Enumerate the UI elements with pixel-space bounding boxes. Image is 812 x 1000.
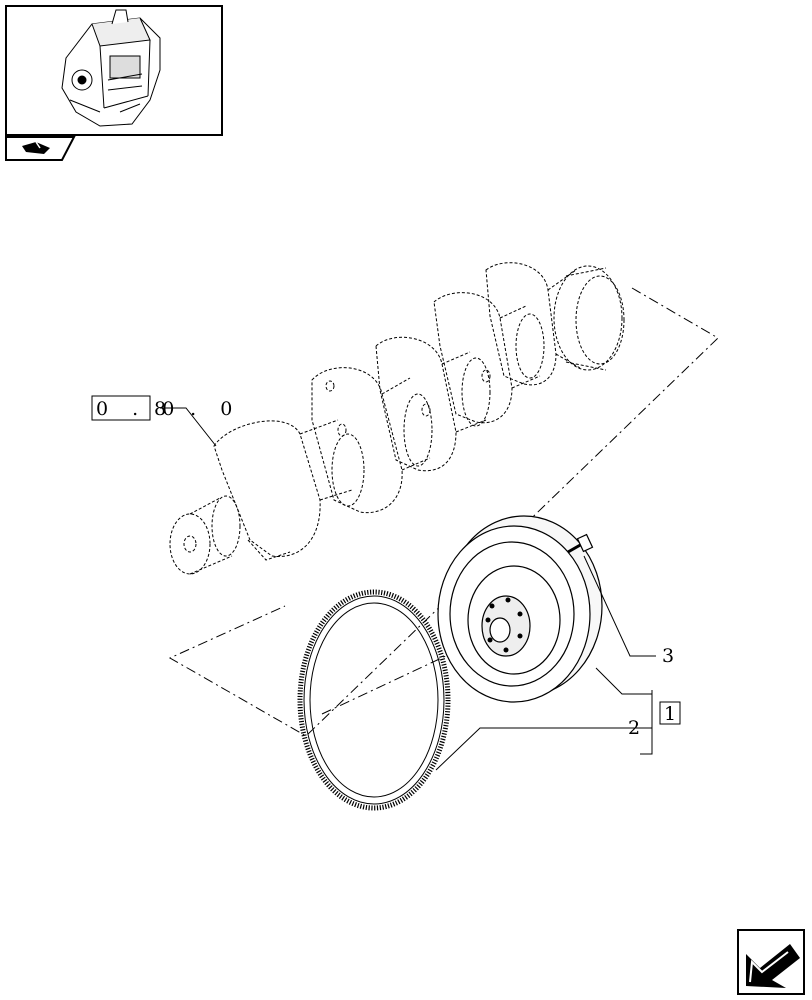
engine-thumbnail [5,5,223,136]
crankshaft [169,262,625,575]
engine-icon [61,9,161,127]
item-3-label[interactable]: 3 [662,645,674,667]
next-page-button[interactable] [737,929,805,995]
reference-suffix-text: 8 . 0 [154,398,241,420]
section-tab[interactable] [5,136,76,161]
item-2-label[interactable]: 2 [628,717,640,739]
ring-gear [297,589,451,811]
flywheel [437,515,603,703]
item-1-callout[interactable]: 1 [659,701,681,725]
assembly-axis-box [168,287,719,737]
leader-lines [160,407,656,771]
reference-callout[interactable]: 0 . 0 8 . 0 [91,395,241,421]
book-hand-icon [22,141,50,154]
next-page-arrow-icon [746,944,800,988]
flywheel-bolt [567,533,594,554]
item-1-label: 1 [664,703,676,725]
reference-box-text: 0 . 0 [96,398,183,420]
